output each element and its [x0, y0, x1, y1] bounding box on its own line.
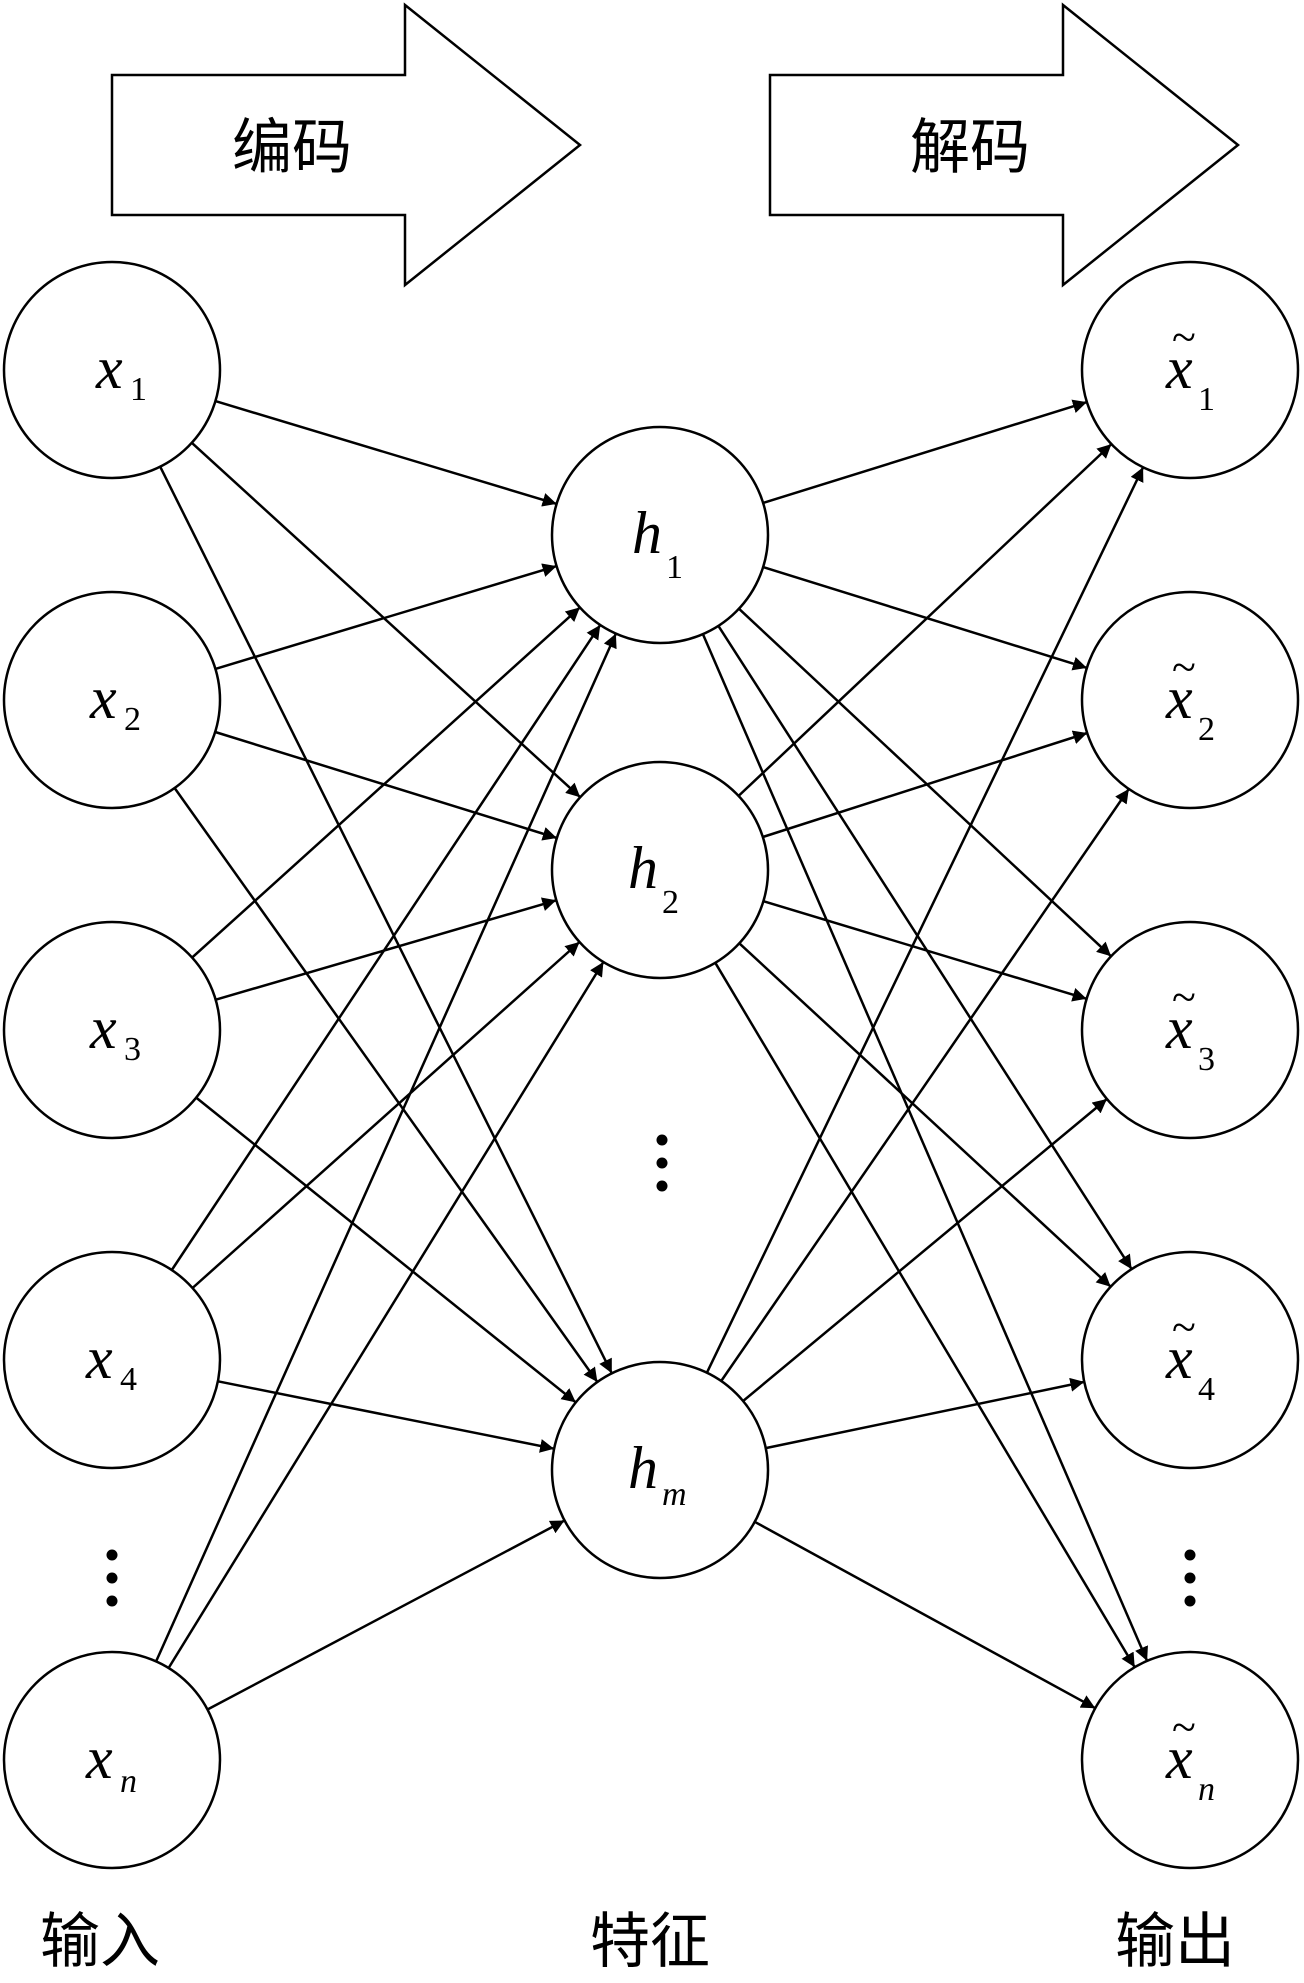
input-node-x1: x 1 [2, 260, 222, 480]
feature-layer: h 1 h 2 h m [550, 425, 770, 1580]
decode-arrow: 解码 [768, 2, 1241, 288]
edge-h1-y2 [762, 565, 1088, 671]
node-subscript: 3 [124, 1031, 141, 1068]
node-subscript: 1 [130, 371, 147, 408]
node-var: x [89, 665, 117, 731]
edge-xn-h2 [167, 961, 605, 1669]
node-var: h [628, 1435, 658, 1501]
input-layer: x 1 x 2 x 3 x 4 x n [2, 260, 222, 1870]
edge-h2-y3 [763, 900, 1087, 1002]
edge-x2-h1 [215, 563, 557, 671]
output-ellipsis [1184, 1549, 1196, 1607]
edge-h2-y1 [737, 443, 1113, 797]
output-layer: ~ x 1 ~ x 2 ~ x 3 ~ x 4 ~ [1080, 260, 1300, 1870]
node-subscript: 2 [662, 884, 679, 921]
edge-x3-h2 [215, 897, 557, 1001]
output-node-x1: ~ x 1 [1080, 260, 1300, 480]
edge-hm-y2 [720, 788, 1130, 1382]
node-subscript: m [662, 1476, 687, 1513]
hidden-node-hm: h m [550, 1360, 770, 1580]
input-ellipsis [106, 1549, 118, 1607]
edge-x3-hm [195, 1096, 577, 1404]
edge-xn-hm [206, 1519, 566, 1711]
output-column-label: 输出 [1115, 1907, 1235, 1977]
encode-arrow: 编码 [110, 2, 583, 288]
edge-hm-y1 [705, 466, 1145, 1374]
node-subscript: 2 [124, 701, 141, 738]
node-var: x [1165, 335, 1193, 401]
edge-hm-y3 [742, 1098, 1108, 1402]
decode-label: 解码 [910, 113, 1030, 183]
edge-x4-h2 [191, 941, 581, 1289]
tilde-mark: ~ [1172, 643, 1196, 692]
edge-h2-yn [714, 962, 1136, 1668]
edge-h1-y4 [717, 625, 1133, 1270]
edge-h2-y2 [762, 730, 1088, 839]
node-var: h [632, 500, 662, 566]
encode-label: 编码 [232, 113, 352, 183]
node-var: x [1165, 1725, 1193, 1791]
tilde-mark: ~ [1172, 973, 1196, 1022]
edge-x2-hm [173, 787, 599, 1383]
input-node-xn: x n [2, 1650, 222, 1870]
node-subscript: 1 [666, 549, 683, 586]
connections [154, 399, 1149, 1711]
node-subscript: 1 [1198, 381, 1215, 418]
edge-h1-yn [701, 633, 1149, 1662]
input-node-x4: x 4 [2, 1250, 222, 1470]
node-subscript: n [120, 1763, 137, 1800]
input-column-label: 输入 [40, 1907, 160, 1977]
node-subscript: 3 [1198, 1041, 1215, 1078]
hidden-node-h1: h 1 [550, 425, 770, 645]
edge-x1-h2 [190, 441, 582, 799]
node-subscript: 4 [120, 1361, 137, 1398]
edge-hm-yn [754, 1520, 1096, 1710]
tilde-mark: ~ [1172, 1703, 1196, 1752]
node-subscript: 4 [1198, 1371, 1215, 1408]
edge-x1-h1 [215, 399, 557, 507]
edge-h1-y1 [762, 399, 1088, 505]
input-node-x3: x 3 [2, 920, 222, 1140]
node-var: x [85, 1725, 113, 1791]
edge-x3-h1 [191, 606, 581, 959]
edge-x4-hm [217, 1380, 555, 1453]
edge-h1-y3 [738, 607, 1112, 958]
feature-column-label: 特征 [590, 1907, 710, 1977]
output-node-xn: ~ x n [1080, 1650, 1300, 1870]
node-var: x [95, 335, 123, 401]
node-subscript: n [1198, 1771, 1215, 1808]
hidden-ellipsis [656, 1134, 668, 1192]
output-node-x2: ~ x 2 [1080, 590, 1300, 810]
node-subscript: 2 [1198, 711, 1215, 748]
tilde-mark: ~ [1172, 1303, 1196, 1352]
node-var: x [85, 1325, 113, 1391]
node-var: x [1165, 665, 1193, 731]
edge-x1-hm [159, 466, 613, 1374]
output-node-x4: ~ x 4 [1080, 1250, 1300, 1470]
edge-x2-h2 [214, 730, 558, 841]
hidden-node-h2: h 2 [550, 760, 770, 980]
edge-h2-y4 [738, 942, 1112, 1288]
tilde-mark: ~ [1172, 313, 1196, 362]
node-var: x [1165, 995, 1193, 1061]
node-var: h [628, 835, 658, 901]
node-var: x [1165, 1325, 1193, 1391]
edge-hm-y4 [765, 1377, 1085, 1450]
input-node-x2: x 2 [2, 590, 222, 810]
edge-xn-h1 [154, 633, 618, 1662]
output-node-x3: ~ x 3 [1080, 920, 1300, 1140]
edge-x4-h1 [170, 624, 602, 1271]
node-var: x [89, 995, 117, 1061]
